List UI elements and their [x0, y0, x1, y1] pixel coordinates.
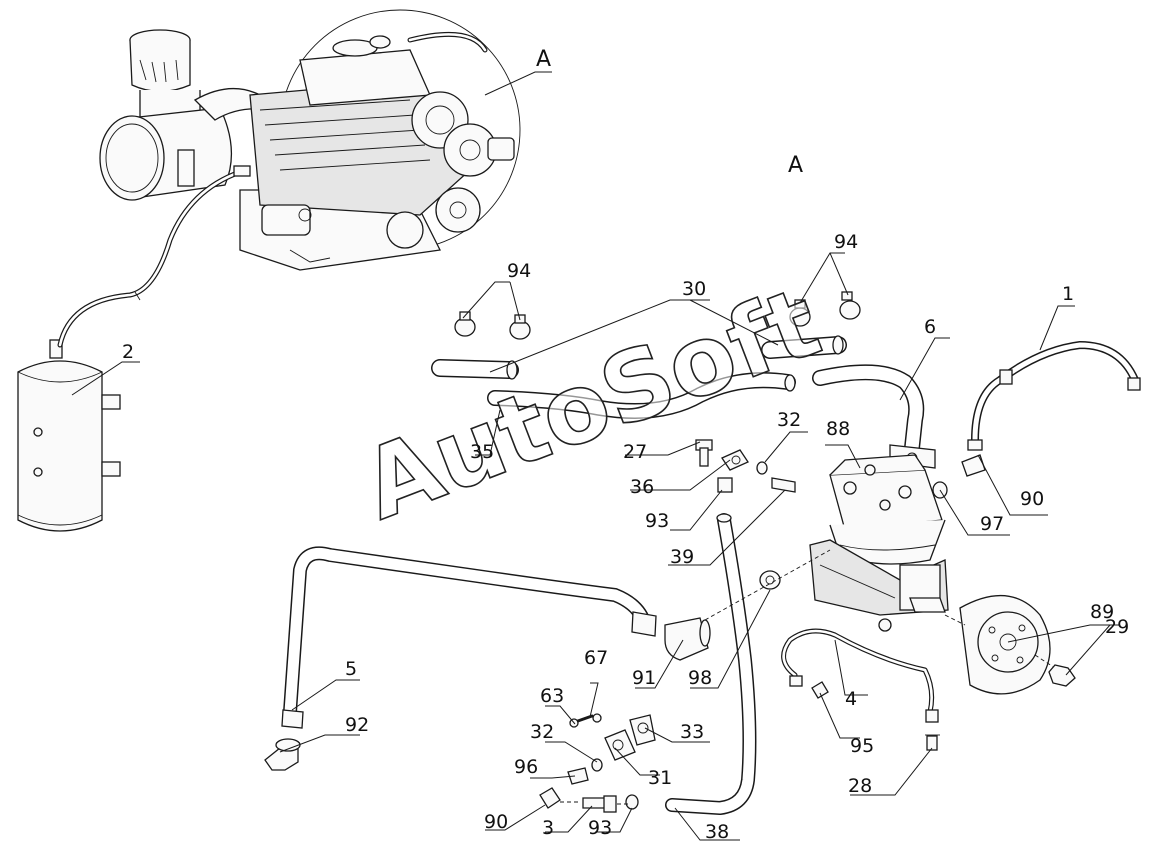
callout-94-right: 94 — [834, 231, 858, 253]
callout-89: 89 — [1090, 601, 1114, 623]
callout-98: 98 — [688, 667, 712, 689]
callout-38: 38 — [705, 821, 729, 843]
callout-33: 33 — [680, 721, 704, 743]
callout-92: 92 — [345, 714, 369, 736]
autosoft-watermark: AutoSoft — [348, 266, 834, 542]
air-line-4 — [781, 628, 940, 751]
callout-90-right: 90 — [1020, 488, 1044, 510]
callout-3: 3 — [542, 817, 554, 839]
callout-95: 95 — [850, 735, 874, 757]
callout-32-top: 32 — [777, 409, 801, 431]
callout-28: 28 — [848, 775, 872, 797]
callout-5: 5 — [345, 658, 357, 680]
coolant-pipe-1 — [967, 341, 1141, 451]
callout-90-left: 90 — [484, 811, 508, 833]
leader-lines — [71, 252, 1120, 841]
fittings-group — [539, 713, 656, 813]
callout-2: 2 — [122, 341, 134, 363]
callout-39: 39 — [670, 546, 694, 568]
engine-view-label: A — [536, 47, 551, 72]
callout-32-bottom: 32 — [530, 721, 554, 743]
air-pipe-35 — [487, 372, 796, 419]
callout-35: 35 — [470, 441, 494, 463]
callout-4: 4 — [845, 688, 857, 710]
callout-67: 67 — [584, 647, 608, 669]
callout-93-bottom: 93 — [588, 817, 612, 839]
air-compressor-88 — [809, 454, 949, 632]
callout-labels: 2 94 94 30 6 1 90 97 88 32 27 36 93 39 3… — [122, 231, 1129, 843]
callout-88: 88 — [826, 418, 850, 440]
compressor-pulley-89 — [944, 595, 1076, 695]
callout-1: 1 — [1062, 283, 1074, 305]
callout-91: 91 — [632, 667, 656, 689]
air-intake-hoses-30 — [431, 335, 847, 380]
coolant-hose-38 — [665, 513, 757, 815]
air-line-5 — [264, 546, 831, 771]
callout-63: 63 — [540, 685, 564, 707]
callout-94-left: 94 — [507, 260, 531, 282]
air-receiver-tank — [17, 165, 251, 532]
callout-6: 6 — [924, 316, 936, 338]
callout-30: 30 — [682, 278, 706, 300]
view-a-title: A — [788, 153, 803, 178]
callout-96: 96 — [514, 756, 538, 778]
callout-36: 36 — [630, 476, 654, 498]
callout-29: 29 — [1105, 616, 1129, 638]
callout-93-top: 93 — [645, 510, 669, 532]
callout-31: 31 — [648, 767, 672, 789]
callout-97: 97 — [980, 513, 1004, 535]
compressor-fittings — [695, 439, 986, 499]
engine-assembly — [99, 9, 552, 271]
callout-27: 27 — [623, 441, 647, 463]
